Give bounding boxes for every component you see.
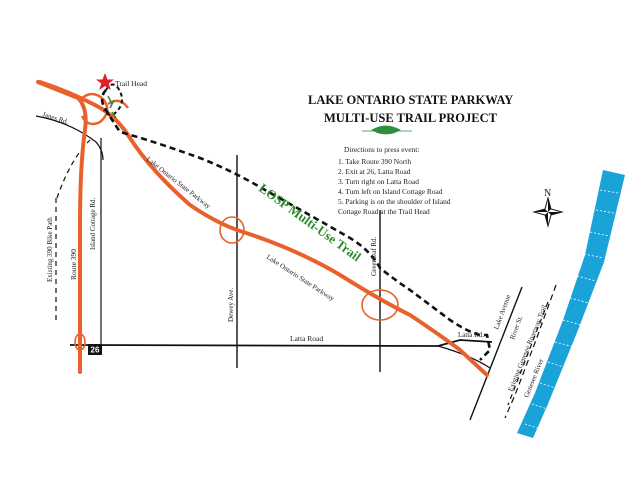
exit-26-label: 26 [91,346,100,355]
dewey-ave-label: Dewey Ave. [227,288,235,322]
existing-bike-path [55,139,91,322]
north-label: N [544,188,551,199]
latta-road-line [69,339,493,347]
dewey-interchange [219,216,245,244]
trail-head-star-icon [96,73,114,90]
title-leaf-icon [362,125,412,135]
bike-path-label: Existing 390 Bike Path [46,217,54,282]
exit-26-badge [88,344,102,355]
latta-rd-end [437,345,491,369]
latta-rd-label: Latta Rd. [458,331,484,339]
directions-step-3: 3. Turn right on Latta Road [338,177,419,186]
river-st-label: River St. [508,314,524,340]
route-390-label: Route 390 [69,249,78,280]
island-cottage-rd-label: Island Cottage Rd. [89,197,97,250]
lake-ontario-state-parkway [38,80,489,377]
directions-step-1: 1. Take Route 390 North [338,157,411,166]
lake-avenue-line [469,286,523,421]
trail-head-loop [103,83,123,116]
directions-step-5b: Cottage Road at the Trail Head [338,207,430,216]
lake-avenue-label: Lake Avenue [492,294,512,331]
directions-step-4: 4. Turn left on Island Cottage Road [338,187,443,196]
greenleaf-rd-label: Greenleaf Rd. [370,236,378,276]
trail-head-label: Trail Head [115,79,147,88]
losp-multi-use-trail [100,89,492,361]
latta-road-label: Latta Road [290,334,323,343]
parkway-label-lower: Lake Ontario State Parkway [265,253,336,303]
genesee-river [517,170,625,438]
greenleaf-interchange [361,289,399,321]
title-line-1: LAKE ONTARIO STATE PARKWAY [308,93,513,107]
directions-step-2: 2. Exit at 26, Latta Road [338,167,411,176]
directions-step-5: 5. Parking is on the shoulder of Island [338,197,451,206]
north-arrow-icon [532,196,564,228]
trail-head-green [107,95,117,119]
parkway-label-upper: Lake Ontario State Parkway [145,155,213,210]
janes-rd [35,115,104,161]
route-390-latta-interchange [74,333,86,351]
river-hatching [524,189,619,430]
route-390 [36,80,88,374]
janes-rd-label: Janes Rd. [41,110,69,126]
directions-heading: Directions to press event: [344,145,419,154]
title-line-2: MULTI-USE TRAIL PROJECT [324,111,498,125]
river-st-line [507,301,549,406]
